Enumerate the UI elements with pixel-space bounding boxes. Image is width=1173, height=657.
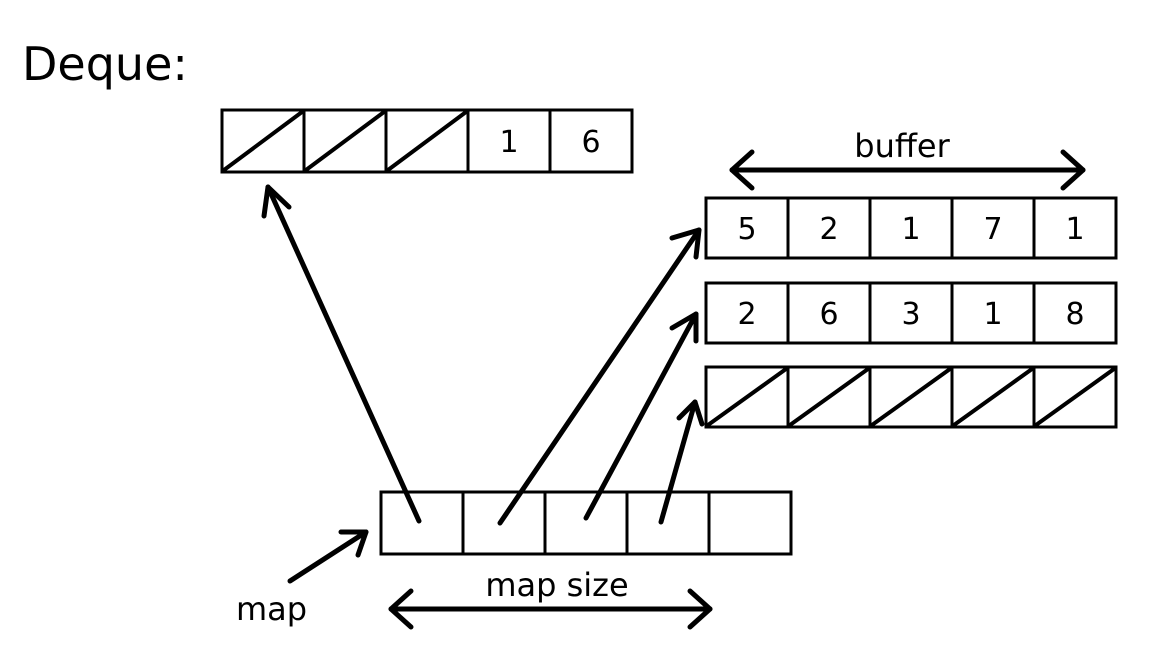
cell-box: [950, 281, 1036, 345]
top-block-cell-4: 1: [466, 108, 552, 174]
cell-value: 3: [901, 297, 920, 332]
buffer-1-cell-3: 1: [868, 196, 954, 260]
cell-box: [704, 281, 790, 345]
top-block-cell-5: 6: [548, 108, 634, 174]
buffer-block-3: [704, 365, 1118, 429]
cell-box: [1032, 281, 1118, 345]
buffer-3-cell-4: [950, 365, 1036, 429]
buffer-1-cell-2: 2: [786, 196, 872, 260]
buffer-3-cell-5: [1032, 365, 1118, 429]
empty-slot-slash: [304, 110, 386, 172]
cell-value: 2: [737, 297, 756, 332]
map-size-label: map size: [485, 566, 628, 604]
map-arrow-line: [287, 529, 369, 584]
empty-slot-slash: [1034, 367, 1116, 427]
top-block-cell-2: [302, 108, 388, 174]
buffer-3-cell-2: [786, 365, 872, 429]
cell-box: [466, 108, 552, 174]
cell-value: 8: [1065, 297, 1084, 332]
diagram-title: Deque:: [22, 37, 188, 91]
cell-value: 2: [819, 212, 838, 247]
buffer-dimension: buffer: [729, 127, 1086, 191]
cell-box: [1032, 196, 1118, 260]
pointer-arrow-to-buffer-3: [658, 399, 698, 525]
cell-value: 1: [983, 297, 1002, 332]
cell-value: 1: [1065, 212, 1084, 247]
pointer-arrowhead-top-block: [261, 184, 292, 219]
pointer-arrow-to-top-block: [265, 184, 422, 524]
map-array-cell-2: [461, 490, 547, 556]
map-size-arrowhead-left: [388, 588, 414, 630]
cell-box: [543, 490, 629, 556]
empty-slot-slash: [788, 367, 870, 427]
map-array-cell-5: [707, 490, 793, 556]
cell-value: 1: [901, 212, 920, 247]
buffer-label: buffer: [854, 127, 950, 165]
empty-slot-slash: [386, 110, 468, 172]
buffer-1-cell-4: 7: [950, 196, 1036, 260]
cell-value: 6: [819, 297, 838, 332]
buffer-2-cell-1: 2: [704, 281, 790, 345]
buffer-block-2: 2 6 3 1 8: [704, 281, 1118, 345]
cell-box: [950, 196, 1036, 260]
cell-box: [704, 196, 790, 260]
map-label: map: [236, 590, 307, 628]
cell-box: [461, 490, 547, 556]
cell-value: 7: [983, 212, 1002, 247]
top-block-cell-1: [220, 108, 306, 174]
map-array-cell-1: [379, 490, 465, 556]
cell-box: [786, 281, 872, 345]
pointer-arrows: [261, 184, 705, 526]
cell-box: [548, 108, 634, 174]
cell-box: [707, 490, 793, 556]
buffer-1-cell-5: 1: [1032, 196, 1118, 260]
buffer-block-1: 5 2 1 7 1: [704, 196, 1118, 260]
buffer-2-cell-4: 1: [950, 281, 1036, 345]
cell-box: [868, 196, 954, 260]
pointer-arrow-to-buffer-1: [497, 227, 702, 526]
buffer-3-cell-3: [868, 365, 954, 429]
empty-slot-slash: [222, 110, 304, 172]
empty-slot-slash: [870, 367, 952, 427]
map-array-cell-3: [543, 490, 629, 556]
cell-value: 6: [581, 125, 600, 160]
buffer-arrowhead-left: [729, 149, 755, 191]
cell-value: 1: [499, 125, 518, 160]
buffer-3-cell-1: [704, 365, 790, 429]
map-size-dimension: map size: [388, 566, 713, 630]
empty-slot-slash: [952, 367, 1034, 427]
buffer-2-cell-5: 8: [1032, 281, 1118, 345]
pointer-arrowhead-buffer-2: [669, 311, 699, 344]
cell-box: [868, 281, 954, 345]
cell-value: 5: [737, 212, 756, 247]
buffer-arrowhead-right: [1060, 149, 1086, 191]
buffer-2-cell-2: 6: [786, 281, 872, 345]
pointer-arrow-to-buffer-2: [583, 311, 699, 521]
map-arrowhead: [338, 529, 369, 558]
pointer-arrowhead-buffer-3: [676, 399, 705, 427]
empty-slot-slash: [706, 367, 788, 427]
buffer-1-cell-1: 5: [704, 196, 790, 260]
map-array: [379, 490, 793, 556]
pointer-arrowhead-buffer-1: [669, 227, 702, 260]
map-size-arrowhead-right: [687, 588, 713, 630]
cell-box: [379, 490, 465, 556]
top-block-cell-3: [384, 108, 470, 174]
map-pointer: map: [236, 529, 369, 628]
buffer-2-cell-3: 3: [868, 281, 954, 345]
